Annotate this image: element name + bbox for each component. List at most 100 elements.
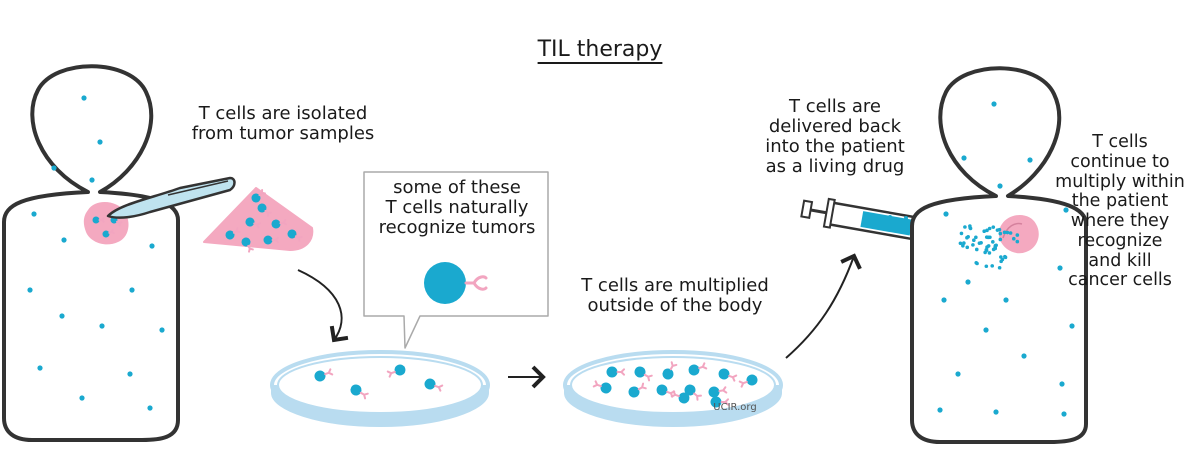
blood-cell-dot xyxy=(955,371,961,377)
scalpel-icon xyxy=(106,176,236,219)
blood-cell-dot xyxy=(99,323,105,329)
blood-cell-dot xyxy=(991,101,997,107)
blood-cell-dot xyxy=(943,211,949,217)
t-cell-icon xyxy=(263,235,279,245)
credit-label: UCIR.org xyxy=(713,402,757,413)
diagram-title: TIL therapy xyxy=(537,37,663,62)
t-cell-icon xyxy=(634,366,653,382)
blood-cell-dot xyxy=(997,265,1002,270)
blood-cell-dot xyxy=(149,243,155,249)
blood-cell-dot xyxy=(986,235,991,240)
t-cell-icon xyxy=(688,362,708,376)
t-cell-icon xyxy=(424,378,444,392)
t-cell-icon xyxy=(314,368,334,382)
blood-cell-dot xyxy=(79,395,85,401)
t-cell-icon xyxy=(386,364,406,378)
t-cell-icon xyxy=(684,384,702,401)
blood-cell-dot xyxy=(974,247,979,252)
t-cell-icon xyxy=(245,217,262,229)
blood-cell-dot xyxy=(51,165,57,171)
t-cell-swarm-right xyxy=(958,224,1020,270)
blood-cell-dot xyxy=(997,183,1003,189)
blood-cell-dot xyxy=(59,313,65,319)
blood-cell-dot xyxy=(147,405,153,411)
blood-cell-dot xyxy=(974,235,978,240)
blood-cell-dot xyxy=(991,225,996,229)
blood-cell-dot xyxy=(1027,157,1033,163)
blood-cell-dot xyxy=(1069,323,1075,329)
blood-cell-dot xyxy=(1021,353,1027,359)
t-cell-large-icon xyxy=(424,262,488,304)
blood-cell-dot xyxy=(1000,257,1005,262)
t-cell-icon xyxy=(708,386,728,398)
blood-cell-dot xyxy=(965,245,970,250)
blood-cell-dot xyxy=(987,251,992,255)
blood-cell-dot xyxy=(974,260,979,265)
blood-cell-dot xyxy=(1003,254,1007,259)
blood-cell-dot xyxy=(966,234,970,239)
blood-cell-dot xyxy=(1003,297,1009,303)
arrow-sample-to-dish xyxy=(297,269,349,343)
blood-cell-dot xyxy=(1061,411,1067,417)
blood-cell-dot xyxy=(900,224,904,228)
blood-cell-dot xyxy=(972,238,976,243)
blood-cell-dot xyxy=(1005,230,1010,235)
blood-cell-dot xyxy=(965,279,971,285)
dish-2-t-cells xyxy=(592,361,758,408)
blood-cell-dots-right xyxy=(937,101,1075,417)
blood-cell-dot xyxy=(993,409,999,415)
blood-cell-dot xyxy=(958,241,963,246)
blood-cell-dot xyxy=(990,264,995,268)
blood-cell-dot xyxy=(991,240,995,244)
blood-cell-dot xyxy=(937,407,943,413)
t-cell-icon xyxy=(92,216,105,224)
t-cell-icon xyxy=(241,237,254,253)
blood-cell-dot xyxy=(159,327,165,333)
blood-cell-dot xyxy=(963,225,967,229)
blood-cell-dot xyxy=(985,228,989,233)
blood-cell-dot xyxy=(31,211,37,217)
t-cell-icon xyxy=(287,229,303,242)
blood-cell-dot xyxy=(896,220,900,224)
blood-cell-dot xyxy=(961,243,965,248)
blood-cell-dot xyxy=(81,95,87,101)
t-cell-icon xyxy=(628,382,647,398)
t-cell-icon xyxy=(606,366,626,378)
patient-body-left xyxy=(2,64,180,442)
blood-cell-dot xyxy=(962,241,966,245)
blood-cell-dot xyxy=(876,224,880,228)
blood-cell-dot xyxy=(1008,231,1013,235)
dish-1-t-cells xyxy=(314,364,444,400)
t-cell-icon xyxy=(257,203,272,218)
blood-cell-dot xyxy=(61,237,67,243)
blood-cell-dot xyxy=(1015,233,1020,237)
t-cell-icon xyxy=(251,188,266,203)
blood-cell-dot xyxy=(1057,265,1063,271)
blood-cell-dot xyxy=(872,214,876,218)
blood-cell-dot xyxy=(987,226,992,231)
blood-cell-dot xyxy=(1015,239,1020,244)
caption-isolated: T cells are isolated from tumor samples xyxy=(191,103,375,145)
petri-dish-1 xyxy=(270,350,490,428)
blood-cell-dot xyxy=(984,264,989,269)
blood-cell-dot xyxy=(998,237,1003,242)
caption-multiplied: T cells are multiplied outside of the bo… xyxy=(581,275,769,317)
blood-cell-dot xyxy=(888,215,892,219)
t-cell-icon xyxy=(710,396,730,408)
blood-cell-dot xyxy=(892,226,896,230)
t-cell-icon xyxy=(102,228,115,238)
t-cell-icon xyxy=(718,368,738,382)
blood-cell-dot xyxy=(1059,381,1065,387)
blood-cell-dots-left xyxy=(27,95,165,411)
blood-cell-dot xyxy=(961,155,967,161)
blood-cell-dot xyxy=(968,224,972,228)
syringe-cell-dots xyxy=(872,214,908,230)
blood-cell-dot xyxy=(982,229,987,234)
blood-cell-dot xyxy=(959,231,964,236)
blood-cell-dot xyxy=(1002,230,1007,235)
patient-body-right xyxy=(910,66,1088,444)
blood-cell-dot xyxy=(977,241,982,245)
t-cell-icon xyxy=(225,227,241,240)
caption-continue: T cells continue to multiply within the … xyxy=(1055,132,1185,291)
